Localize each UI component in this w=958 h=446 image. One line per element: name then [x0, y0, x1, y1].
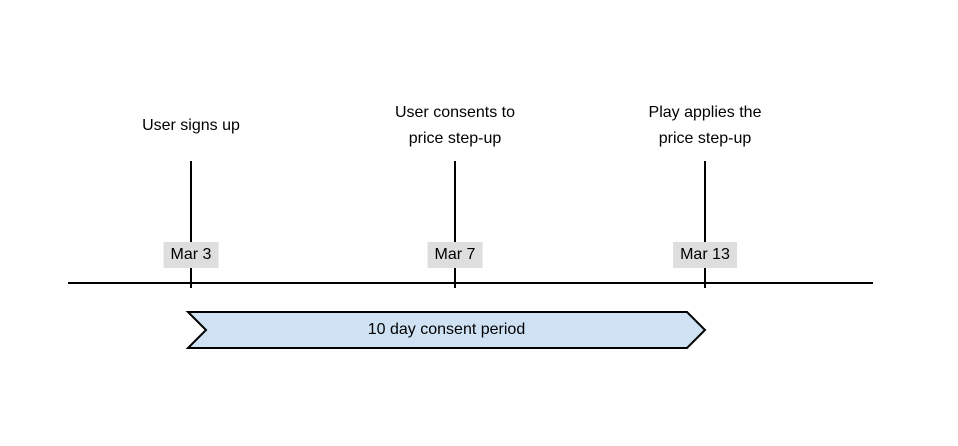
- event-label-user-consents: User consents to price step-up: [394, 104, 516, 147]
- event-label-play-applies: Play applies the price step-up: [648, 104, 762, 147]
- event-label-user-signs-up: User signs up: [142, 117, 240, 134]
- consent-period-banner: [185, 311, 707, 349]
- date-label-mar-7: Mar 7: [427, 242, 483, 268]
- date-label-mar-3: Mar 3: [163, 242, 219, 268]
- consent-period-banner-label: 10 day consent period: [367, 321, 526, 338]
- date-label-mar-13: Mar 13: [673, 242, 737, 268]
